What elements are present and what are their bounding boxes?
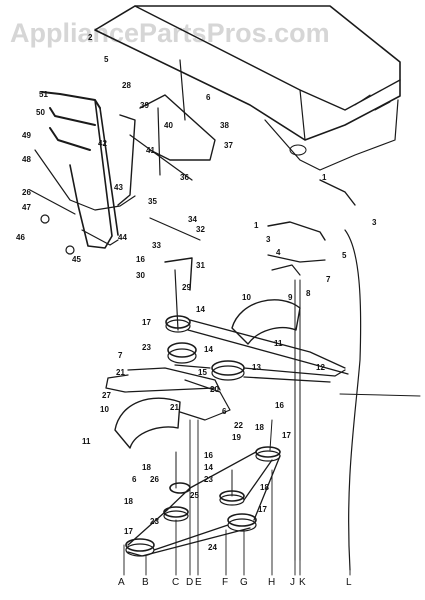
part-label-46: 46 (16, 233, 25, 242)
part-label-18b: 18 (260, 483, 269, 492)
part-label-41: 41 (146, 146, 155, 155)
ref-letter-a: A (118, 577, 125, 588)
part-label-27: 27 (102, 391, 111, 400)
part-label-1b: 1 (322, 173, 327, 182)
part-label-11: 11 (82, 437, 91, 446)
part-label-5: 5 (104, 55, 109, 64)
reference-lines (123, 419, 351, 576)
part-label-1: 1 (254, 221, 259, 230)
frame-beam (94, 5, 401, 171)
part-label-23: 23 (142, 343, 151, 352)
part-label-3b: 3 (372, 218, 377, 227)
part-label-44: 44 (118, 233, 127, 242)
part-label-9: 9 (288, 293, 293, 302)
part-label-12: 12 (316, 363, 325, 372)
part-label-26: 26 (22, 188, 31, 197)
watermark-text: AppliancePartsPros.com (10, 18, 330, 48)
part-label-36: 36 (180, 173, 189, 182)
part-label-40: 40 (164, 121, 173, 130)
ref-letter-f: F (222, 577, 228, 588)
part-label-16: 16 (136, 255, 145, 264)
part-label-17b: 17 (282, 431, 291, 440)
part-label-14: 14 (196, 305, 205, 314)
part-label-42: 42 (98, 139, 107, 148)
part-labels: 2 5 51 50 49 48 26 47 46 45 44 43 42 41 … (16, 33, 377, 552)
ref-letter-j: J (290, 577, 295, 588)
part-label-19: 19 (232, 433, 241, 442)
part-label-21b: 21 (170, 403, 179, 412)
ref-letter-d: D (186, 577, 193, 588)
part-label-11b: 11 (274, 339, 283, 348)
part-label-4: 4 (276, 248, 281, 257)
part-label-8: 8 (306, 289, 311, 298)
part-label-17: 17 (142, 318, 151, 327)
part-label-37: 37 (224, 141, 233, 150)
ref-letter-h: H (268, 577, 275, 588)
part-label-21: 21 (116, 368, 125, 377)
ref-letter-e: E (195, 577, 202, 588)
part-label-14b: 14 (204, 345, 213, 354)
part-label-47: 47 (22, 203, 31, 212)
part-label-24: 24 (208, 543, 217, 552)
part-label-45: 45 (72, 255, 81, 264)
part-label-17c: 17 (258, 505, 267, 514)
part-label-29: 29 (182, 283, 191, 292)
part-label-2: 2 (88, 33, 93, 42)
part-label-30: 30 (136, 271, 145, 280)
part-label-10b: 10 (242, 293, 251, 302)
part-label-18c: 18 (142, 463, 151, 472)
part-label-48: 48 (22, 155, 31, 164)
part-label-7: 7 (118, 351, 123, 360)
part-label-33: 33 (152, 241, 161, 250)
part-label-14c: 14 (204, 463, 213, 472)
part-label-16c: 16 (204, 451, 213, 460)
part-label-35: 35 (148, 197, 157, 206)
ref-letter-l: L (346, 577, 352, 588)
part-label-6c: 6 (132, 475, 137, 484)
part-label-6: 6 (222, 407, 227, 416)
upper-belt-system (105, 315, 421, 397)
part-label-51: 51 (39, 90, 48, 99)
right-link-arms (267, 179, 362, 571)
part-label-34: 34 (188, 215, 197, 224)
ref-letter-b: B (142, 577, 149, 588)
part-label-38: 38 (220, 121, 229, 130)
part-label-16b: 16 (275, 401, 284, 410)
ref-letter-c: C (172, 577, 179, 588)
part-label-23b: 23 (204, 475, 213, 484)
part-label-20: 20 (210, 385, 219, 394)
part-label-18d: 18 (124, 497, 133, 506)
part-label-49: 49 (22, 131, 31, 140)
part-label-18: 18 (255, 423, 264, 432)
part-label-50: 50 (36, 108, 45, 117)
part-label-15: 15 (198, 368, 207, 377)
part-label-13: 13 (252, 363, 261, 372)
part-label-5b: 5 (342, 251, 347, 260)
part-label-7b: 7 (326, 275, 331, 284)
part-label-3: 3 (266, 235, 271, 244)
part-label-25: 25 (190, 491, 199, 500)
part-label-10: 10 (100, 405, 109, 414)
part-label-22: 22 (234, 421, 243, 430)
part-label-32: 32 (196, 225, 205, 234)
part-label-6b: 6 (206, 93, 211, 102)
lift-lever-assembly (29, 59, 216, 255)
reference-letters: A B C D E F G H J K L (118, 577, 352, 588)
ref-letter-k: K (299, 577, 306, 588)
part-label-39: 39 (140, 101, 149, 110)
ref-letter-g: G (240, 577, 248, 588)
part-label-31: 31 (196, 261, 205, 270)
belt-guards (114, 299, 301, 449)
part-label-43: 43 (114, 183, 123, 192)
lower-belt-system (125, 419, 281, 557)
part-label-26b: 26 (150, 475, 159, 484)
part-label-23c: 23 (150, 517, 159, 526)
part-label-28: 28 (122, 81, 131, 90)
part-label-17d: 17 (124, 527, 133, 536)
